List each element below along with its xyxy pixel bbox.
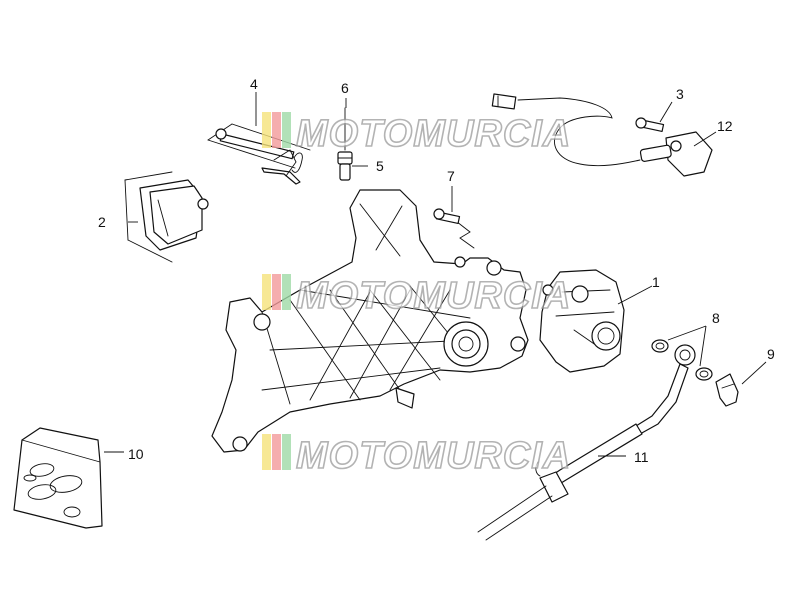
watermark-text: MOTOMURCIA: [296, 113, 571, 155]
watermark-stripe-red: [272, 112, 281, 148]
watermark-stripe-red: [272, 274, 281, 310]
callout-10: 10: [128, 446, 144, 462]
callout-7: 7: [447, 168, 455, 184]
watermark-stripe-yellow: [262, 434, 271, 470]
callout-12: 12: [717, 118, 733, 134]
caliper-bracket-part: [211, 189, 529, 453]
brake-caliper-part: [539, 269, 625, 373]
callout-9: 9: [767, 346, 775, 362]
bleed-screw-part: [715, 373, 739, 407]
speed-sensor-part: [491, 93, 713, 177]
screw-part: [433, 208, 475, 249]
washers-part: [651, 339, 713, 381]
watermark-text: MOTOMURCIA: [296, 275, 571, 317]
sensor-bolt-part: [635, 117, 665, 133]
watermark-stripe-green: [282, 434, 291, 470]
bleed-valve-part: [337, 107, 353, 181]
callout-11: 11: [634, 449, 649, 465]
callout-6: 6: [341, 80, 349, 96]
watermark-bottom: MOTOMURCIA: [262, 434, 571, 478]
seal-kit-part: [13, 427, 103, 529]
callout-4: 4: [250, 76, 258, 92]
callout-labels: 1 2 3 4 5 6 7 8 9 10 11 12: [98, 76, 775, 465]
callout-3: 3: [676, 86, 684, 102]
callout-1: 1: [652, 274, 660, 290]
callout-2: 2: [98, 214, 106, 230]
watermark-top: MOTOMURCIA: [262, 112, 571, 156]
callout-8: 8: [712, 310, 720, 326]
watermark-text: MOTOMURCIA: [296, 435, 571, 477]
watermark-stripe-green: [282, 112, 291, 148]
brake-hose-part: [477, 344, 696, 541]
watermark-middle: MOTOMURCIA: [262, 274, 571, 318]
watermark-stripe-red: [272, 434, 281, 470]
brake-pads-part: [124, 171, 209, 263]
leader-lines: [104, 92, 767, 457]
watermark-stripe-yellow: [262, 274, 271, 310]
watermark-stripe-green: [282, 274, 291, 310]
callout-5: 5: [376, 158, 384, 174]
watermark-stripe-yellow: [262, 112, 271, 148]
pad-pin-part: [207, 123, 311, 185]
